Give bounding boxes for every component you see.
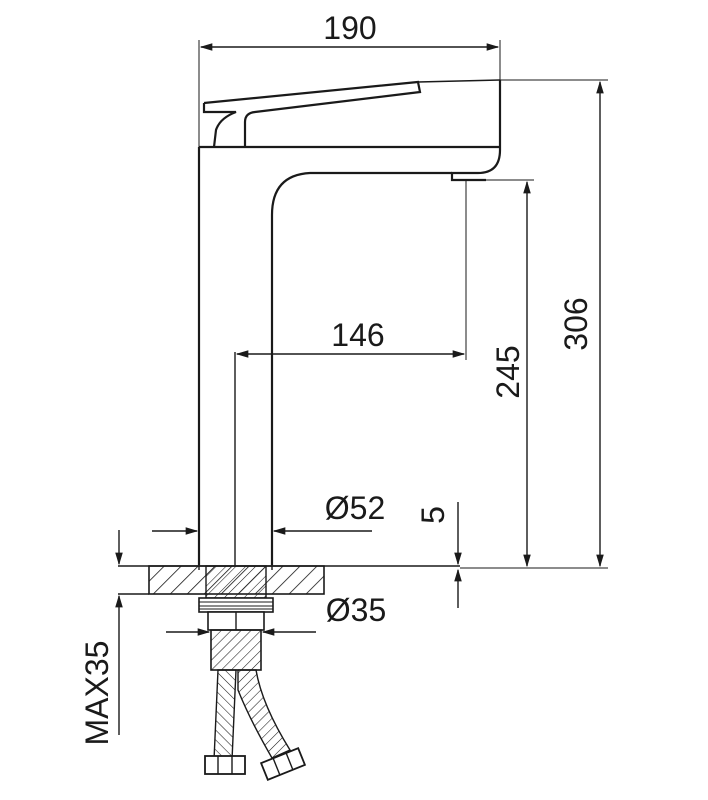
dim-thread-diameter: Ø35 xyxy=(166,592,386,636)
dim-spout-reach-label: 146 xyxy=(331,317,384,353)
dim-spout-reach: 146 xyxy=(235,180,467,360)
braided-hoses xyxy=(204,669,307,782)
dim-total-height: 306 xyxy=(460,79,608,569)
body-bore xyxy=(198,352,273,570)
dim-max-counter: MAX35 xyxy=(79,530,123,746)
faucet-body xyxy=(197,80,502,565)
dim-body-diameter-label: Ø52 xyxy=(325,490,385,526)
lever-handle xyxy=(202,79,501,148)
dim-width-top: 190 xyxy=(198,10,501,147)
threaded-shank xyxy=(198,565,274,671)
counter-section xyxy=(118,565,460,595)
dim-thread-diameter-label: Ø35 xyxy=(326,592,386,628)
dim-max-counter-label: MAX35 xyxy=(79,641,115,746)
dim-spout-height-label: 245 xyxy=(490,345,526,398)
dim-body-diameter: Ø52 xyxy=(152,490,385,535)
dim-base-gap-label: 5 xyxy=(415,506,451,524)
dim-total-height-label: 306 xyxy=(558,297,594,350)
dim-width-top-label: 190 xyxy=(323,10,376,46)
dim-base-gap: 5 xyxy=(415,502,462,608)
dim-spout-height: 245 xyxy=(486,179,534,568)
